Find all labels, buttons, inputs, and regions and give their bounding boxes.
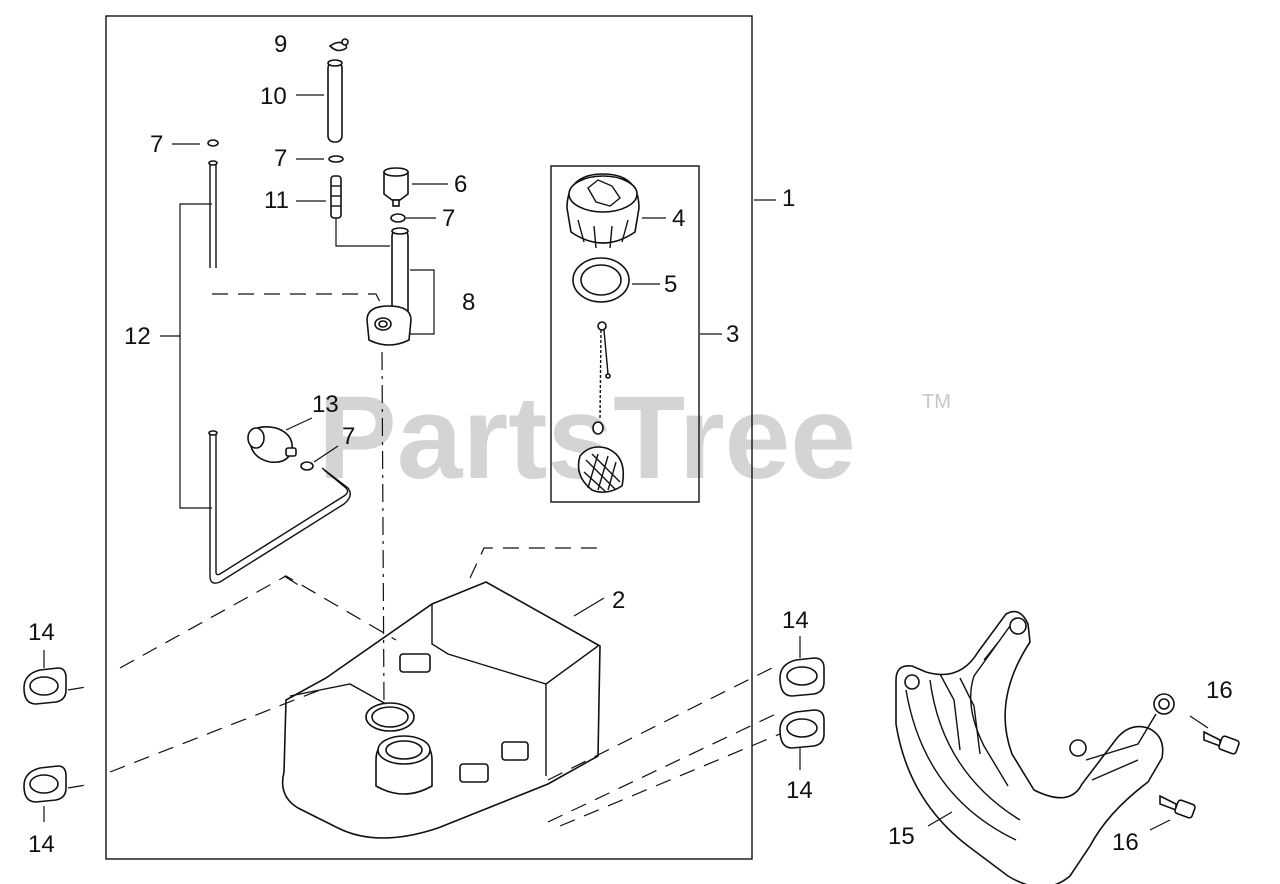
label-14-right-top: 14 <box>782 607 809 634</box>
label-15: 15 <box>888 823 915 850</box>
assembly-frame-1 <box>105 15 753 860</box>
watermark-trademark: TM <box>922 391 951 413</box>
part-7-ring-right <box>390 213 406 223</box>
label-10: 10 <box>260 83 287 110</box>
label-14-right-bottom: 14 <box>786 777 813 804</box>
part-6-vent-valve <box>383 167 409 207</box>
part-2-fuel-tank <box>281 581 601 839</box>
label-7-left: 7 <box>150 131 163 158</box>
label-7-filter: 7 <box>342 423 355 450</box>
label-9: 9 <box>274 31 287 58</box>
label-14-left-top: 14 <box>28 619 55 646</box>
part-7-ring-top <box>328 155 344 163</box>
label-5: 5 <box>664 271 677 298</box>
label-3: 3 <box>726 321 739 348</box>
part-13-fuel-filter <box>247 426 297 464</box>
part-4-fuel-cap <box>566 173 640 249</box>
part-15-tank-bracket <box>895 610 1175 884</box>
label-14-left-bottom: 14 <box>28 831 55 858</box>
label-11: 11 <box>264 187 289 214</box>
label-16-top: 16 <box>1206 677 1233 704</box>
label-7-top: 7 <box>274 145 287 172</box>
part-11-connector <box>330 175 342 219</box>
label-1: 1 <box>782 185 795 212</box>
part-14-grommet-left-bottom <box>23 765 67 803</box>
label-7-right: 7 <box>442 205 455 232</box>
assembly-dash-lines <box>67 293 781 827</box>
leader-lines <box>43 94 1209 831</box>
label-6: 6 <box>454 171 467 198</box>
part-8-grommet-tube <box>366 227 412 346</box>
part-7-ring-filter <box>300 461 314 471</box>
part-16-screw-bottom <box>1159 794 1196 819</box>
part-16-screw-top <box>1203 730 1240 755</box>
partstree-watermark: PartsTree TM <box>318 372 951 504</box>
part-14-grommet-left-top <box>23 667 67 705</box>
part-14-grommet-right-bottom <box>779 709 825 749</box>
part-14-grommet-right-top <box>779 657 825 697</box>
part-labels: 1 2 3 4 5 6 7 7 7 7 8 9 10 11 12 13 14 1… <box>28 31 1233 858</box>
fuel-cap-assembly-frame-3 <box>550 165 700 503</box>
cap-tether-strainer <box>577 321 625 494</box>
part-9-clip <box>328 38 349 52</box>
label-2: 2 <box>612 587 625 614</box>
label-12: 12 <box>124 323 151 350</box>
label-13: 13 <box>312 391 339 418</box>
label-4: 4 <box>672 205 685 232</box>
part-12-fuel-line <box>208 160 351 584</box>
part-5-gasket <box>572 257 630 303</box>
part-7-ring-left <box>207 139 219 147</box>
part-10-tube <box>327 59 343 143</box>
label-16-bottom: 16 <box>1112 829 1139 856</box>
label-8: 8 <box>462 289 475 316</box>
